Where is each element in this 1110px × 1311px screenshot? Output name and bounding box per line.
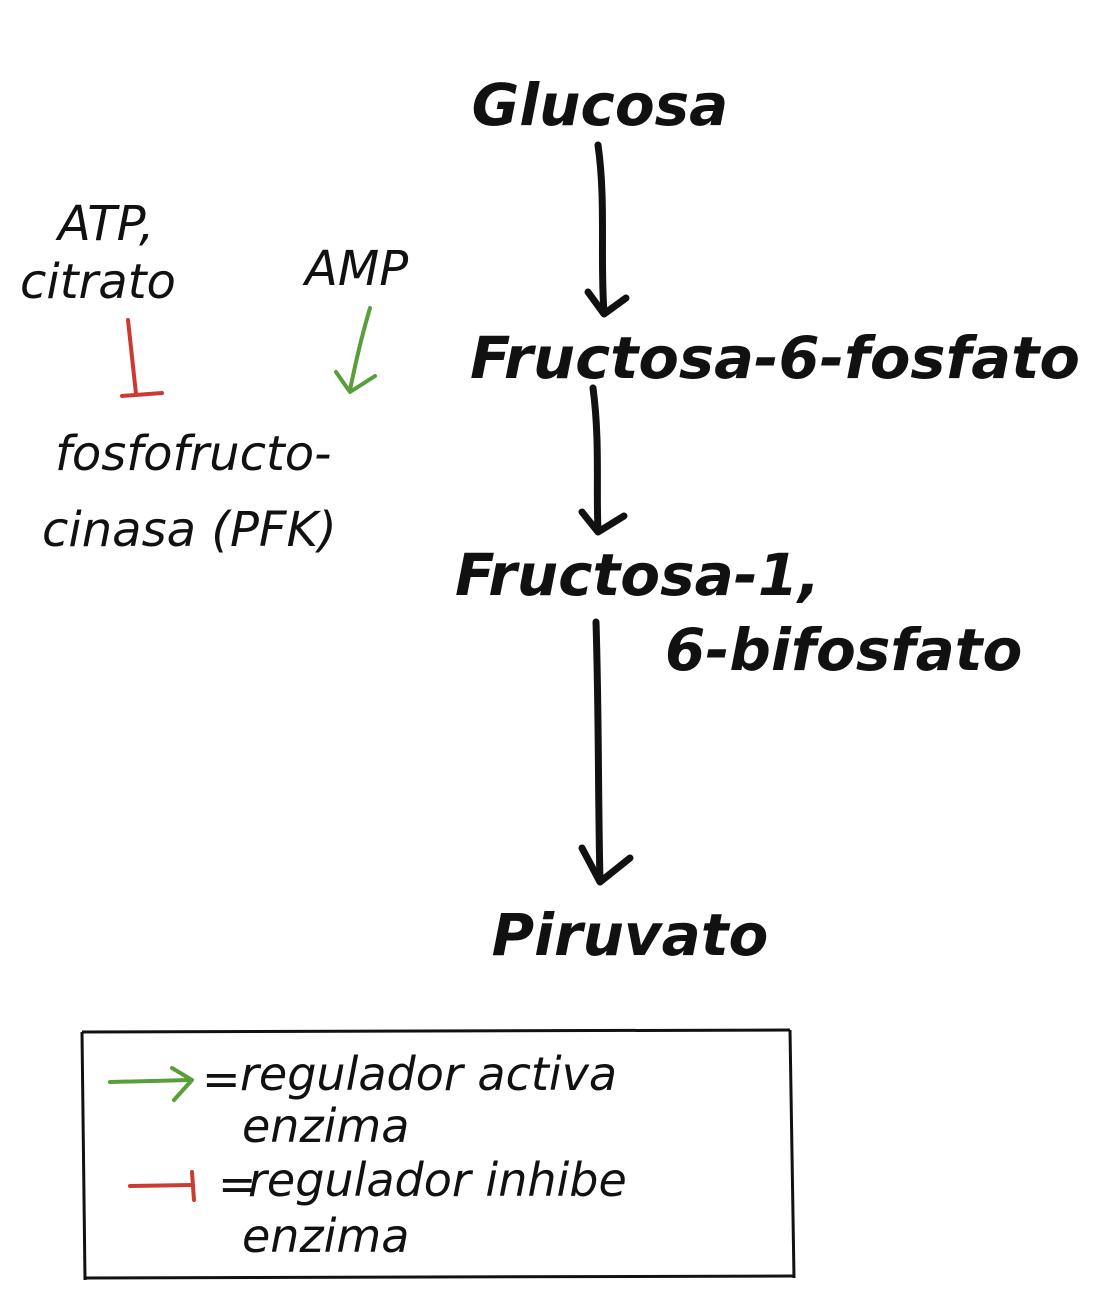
pathway-step-fructosa-bifosfato-line2: 6-bifosfato <box>665 616 1022 684</box>
legend-activate-text-line1: regulador activa <box>240 1047 617 1101</box>
legend-activate-text-line2: enzima <box>242 1099 409 1153</box>
legend-inhibit-equals: = <box>218 1157 257 1211</box>
legend-activate-equals: = <box>202 1052 241 1106</box>
legend-box <box>80 1028 796 1281</box>
inhibitor-label-atp: ATP, <box>55 196 154 252</box>
legend-inhibit-bar-icon <box>128 1170 196 1202</box>
pathway-step-fructosa-bifosfato-line1: Fructosa-1, <box>455 541 820 609</box>
activation-arrow <box>334 306 377 394</box>
pathway-step-piruvato: Piruvato <box>492 901 769 969</box>
legend-inhibit-text-line2: enzima <box>242 1209 409 1263</box>
legend-inhibit-text-line1: regulador inhibe <box>248 1153 627 1207</box>
enzyme-label-line2: cinasa (PFK) <box>42 502 337 558</box>
inhibitor-label-citrato: citrato <box>20 254 176 310</box>
enzyme-label-line1: fosfofructo- <box>55 426 332 482</box>
pathway-arrow-3 <box>578 618 634 886</box>
legend-activate-arrow-icon <box>108 1066 194 1102</box>
pathway-step-glucosa: Glucosa <box>472 71 729 139</box>
inhibition-symbol <box>120 318 164 398</box>
pathway-arrow-1 <box>584 141 630 318</box>
activator-label-amp: AMP <box>302 241 408 297</box>
pathway-arrow-2 <box>578 384 628 536</box>
pathway-step-fructosa-6-fosfato: Fructosa-6-fosfato <box>470 324 1080 392</box>
